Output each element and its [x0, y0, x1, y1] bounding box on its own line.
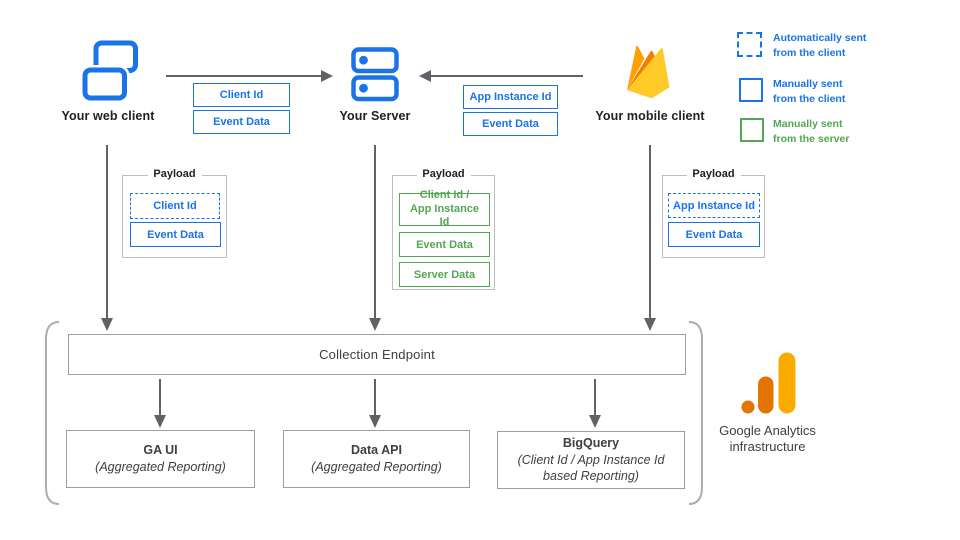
- payload-server-ids: Client Id / App Instance Id: [399, 189, 490, 228]
- payload-web-event-data: Event Data: [130, 222, 221, 247]
- mobile-client-label: Your mobile client: [595, 109, 705, 123]
- param-app-instance-id: App Instance Id: [463, 85, 558, 109]
- param-client-id: Client Id: [193, 83, 290, 107]
- web-client-label: Your web client: [61, 109, 155, 123]
- ga-infrastructure-label: Google Analytics infrastructure: [697, 423, 838, 454]
- legend-line: from the server: [773, 133, 850, 145]
- legend-swatch-dashed-blue: [737, 32, 762, 57]
- payload-title: Payload: [147, 168, 202, 180]
- legend-entry-auto-client: Automatically sent from the client: [773, 31, 866, 61]
- firebase-flame-icon: [627, 45, 670, 99]
- ga-infrastructure-line2: infrastructure: [729, 438, 806, 454]
- bigquery-title: BigQuery: [562, 435, 620, 450]
- legend-line: Manually sent: [773, 78, 843, 90]
- bigquery-subtitle: (Client Id / App Instance Id based Repor…: [517, 452, 665, 484]
- param-event-data: Event Data: [193, 110, 290, 134]
- ga-ui-box: GA UI (Aggregated Reporting): [66, 430, 255, 488]
- bigquery-box: BigQuery (Client Id / App Instance Id ba…: [497, 431, 685, 489]
- payload-web-client-id: Client Id: [130, 193, 220, 219]
- legend-line: Manually sent: [773, 118, 843, 130]
- legend-line: Automatically sent: [773, 32, 867, 44]
- mobile-payload-group: Payload App Instance Id Event Data: [662, 168, 765, 258]
- legend-entry-manual-server: Manually sent from the server: [773, 117, 849, 147]
- data-api-subtitle: (Aggregated Reporting): [311, 460, 442, 474]
- legend-swatch-solid-blue: [739, 78, 763, 102]
- payload-mobile-app-instance-id: App Instance Id: [668, 193, 760, 218]
- ga-ui-title: GA UI: [143, 443, 178, 458]
- legend-swatch-solid-green: [740, 118, 764, 142]
- server-payload-group: Payload Client Id / App Instance Id Even…: [392, 168, 495, 290]
- bracket-left: [45, 321, 60, 505]
- google-analytics-logo-icon: [741, 352, 796, 414]
- payload-title: Payload: [686, 168, 741, 180]
- data-api-title: Data API: [351, 443, 402, 458]
- data-api-box: Data API (Aggregated Reporting): [283, 430, 470, 488]
- bracket-right: [688, 321, 703, 505]
- web-payload-group: Payload Client Id Event Data: [122, 168, 227, 258]
- payload-server-server-data: Server Data: [399, 262, 490, 287]
- payload-mobile-event-data: Event Data: [668, 222, 760, 247]
- legend-entry-manual-client: Manually sent from the client: [773, 77, 845, 107]
- ga-infrastructure-line1: Google Analytics: [719, 423, 816, 438]
- server-icon: [351, 47, 399, 102]
- web-client-icon: [82, 40, 138, 103]
- server-label: Your Server: [339, 109, 411, 123]
- legend-line: from the client: [773, 47, 846, 59]
- payload-server-event-data: Event Data: [399, 232, 490, 257]
- legend-line: from the client: [773, 93, 846, 105]
- param-event-data-mobile: Event Data: [463, 112, 558, 136]
- collection-endpoint-box: Collection Endpoint: [68, 334, 686, 375]
- payload-title: Payload: [416, 168, 471, 180]
- ga-ui-subtitle: (Aggregated Reporting): [95, 460, 226, 474]
